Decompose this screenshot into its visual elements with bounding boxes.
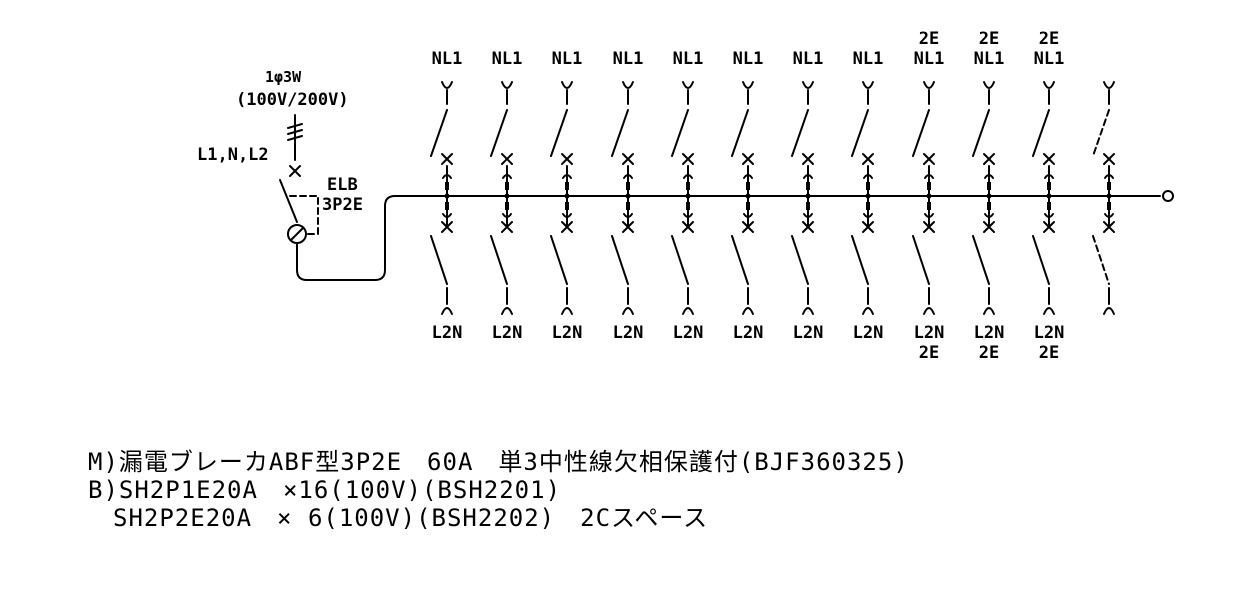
main-breaker-switch — [279, 179, 1161, 281]
supply-voltage-label: (100V/200V) — [236, 90, 349, 110]
elb-dashed-box — [289, 195, 319, 235]
branch-bottom-label: 2E — [1039, 343, 1059, 363]
branch-bottom-label: L2N — [613, 323, 644, 343]
branch-bottom-label: L2N — [1034, 323, 1065, 343]
single-line-diagram: NL1L2NNL1L2NNL1L2NNL1L2NNL1L2NNL1L2NNL1L… — [197, 29, 1174, 363]
branch-bottom-label: L2N — [793, 323, 824, 343]
supply-line — [287, 114, 303, 177]
branch-top-label: NL1 — [492, 49, 523, 69]
note-line: SH2P2E20A × 6(100V)(BSH2202) 2Cスペース — [88, 504, 709, 532]
branch-breaker — [1092, 81, 1115, 315]
branch-top-label: NL1 — [853, 49, 884, 69]
branch-bottom-label: L2N — [673, 323, 704, 343]
branch-bottom-label: L2N — [733, 323, 764, 343]
branch-top-label: 2E — [979, 29, 999, 49]
supply-lines-label: L1,N,L2 — [197, 145, 269, 165]
branch-breakers: NL1L2NNL1L2NNL1L2NNL1L2NNL1L2NNL1L2NNL1L… — [430, 29, 1115, 363]
note-line: B)SH2P1E20A ×16(100V)(BSH2201) — [88, 476, 562, 504]
branch-bottom-label: 2E — [979, 343, 999, 363]
note-line: M)漏電ブレーカABF型3P2E 60A 単3中性線欠相保護付(BJF36032… — [88, 448, 909, 476]
branch-top-label: NL1 — [552, 49, 583, 69]
specification-notes: M)漏電ブレーカABF型3P2E 60A 単3中性線欠相保護付(BJF36032… — [88, 448, 909, 532]
branch-top-label: 2E — [919, 29, 939, 49]
branch-top-label: NL1 — [914, 49, 945, 69]
branch-top-label: 2E — [1039, 29, 1059, 49]
branch-bottom-label: L2N — [974, 323, 1005, 343]
branch-bottom-label: 2E — [919, 343, 939, 363]
bus-end-terminal — [1162, 190, 1174, 202]
main-breaker-label: ELB — [327, 175, 358, 195]
branch-bottom-label: L2N — [853, 323, 884, 343]
branch-top-label: NL1 — [613, 49, 644, 69]
branch-bottom-label: L2N — [492, 323, 523, 343]
main-breaker-poles-label: 3P2E — [322, 195, 363, 215]
branch-top-label: NL1 — [974, 49, 1005, 69]
branch-top-label: NL1 — [733, 49, 764, 69]
branch-top-label: NL1 — [432, 49, 463, 69]
branch-bottom-label: L2N — [552, 323, 583, 343]
branch-top-label: NL1 — [673, 49, 704, 69]
branch-top-label: NL1 — [1034, 49, 1065, 69]
branch-top-label: NL1 — [793, 49, 824, 69]
branch-bottom-label: L2N — [432, 323, 463, 343]
supply-phase-label: 1φ3W — [265, 68, 302, 86]
branch-bottom-label: L2N — [914, 323, 945, 343]
